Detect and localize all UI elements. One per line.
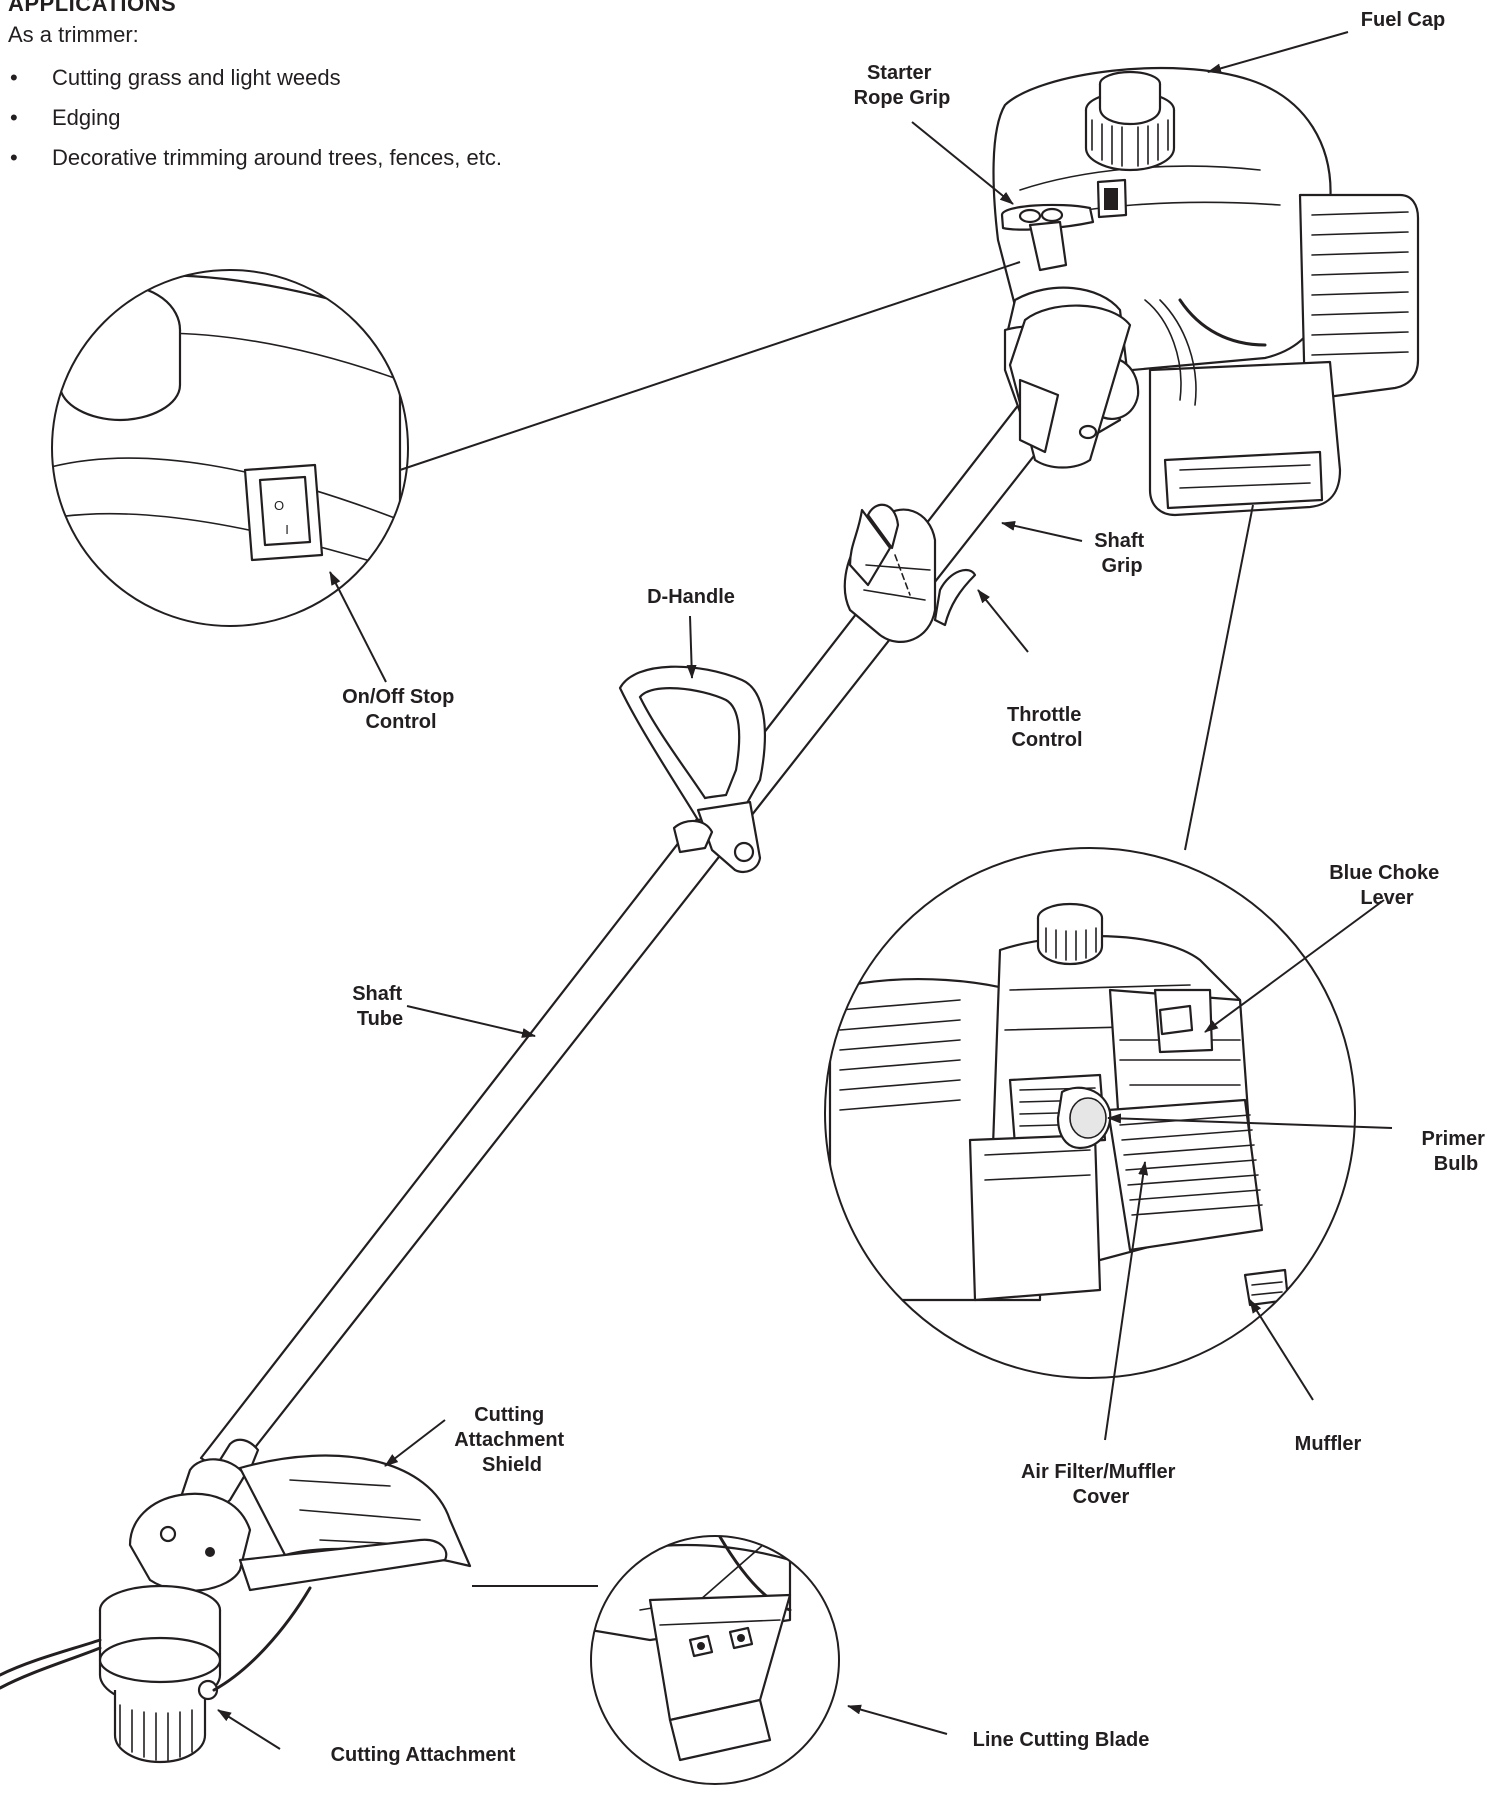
list-item: Edging — [8, 98, 502, 138]
starter-rope-grip — [1000, 203, 1095, 272]
label-line: Shield — [482, 1454, 542, 1476]
label-line: Air Filter/Muffler — [1021, 1461, 1176, 1483]
switch-off-mark: O — [274, 498, 284, 513]
label-line: Attachment — [454, 1429, 564, 1451]
engine-switch — [1096, 178, 1128, 219]
label-line: D-Handle — [647, 586, 735, 608]
label-line: Cover — [1073, 1486, 1130, 1508]
label-d-handle: D-Handle — [647, 586, 735, 608]
label-shaft-grip: Shaft Grip — [1094, 530, 1150, 577]
list-item: Cutting grass and light weeds — [8, 58, 502, 98]
trimmer-head — [0, 1438, 472, 1764]
d-handle — [618, 665, 766, 874]
label-line: Primer — [1422, 1128, 1486, 1150]
switch-on-mark: I — [285, 522, 289, 537]
shaft-coupler — [1008, 304, 1132, 469]
label-primer-bulb: Primer Bulb — [1422, 1128, 1491, 1175]
label-line: Rope Grip — [854, 87, 951, 109]
label-line: Cutting — [474, 1404, 544, 1426]
label-line: Blue Choke — [1329, 862, 1439, 884]
section-intro: As a trimmer: — [8, 22, 139, 47]
label-line: Lever — [1360, 887, 1414, 909]
label-on-off-stop-control: On/Off Stop Control — [342, 686, 460, 733]
label-line: Line Cutting Blade — [973, 1729, 1150, 1751]
label-blue-choke-lever: Blue Choke Lever — [1329, 862, 1445, 909]
label-line: Tube — [357, 1008, 403, 1030]
label-fuel-cap: Fuel Cap — [1361, 9, 1445, 31]
label-line: Starter — [867, 62, 932, 84]
label-muffler: Muffler — [1295, 1433, 1362, 1455]
label-line: Cutting Attachment — [331, 1744, 516, 1766]
label-starter-rope-grip: Starter Rope Grip — [854, 62, 951, 109]
section-heading: APPLICATIONS — [8, 0, 177, 16]
blade-detail-circle — [472, 1535, 840, 1785]
label-shaft-tube: Shaft Tube — [352, 983, 408, 1030]
applications-list: Cutting grass and light weeds Edging Dec… — [8, 58, 502, 178]
leader-lines — [217, 31, 1393, 1750]
label-cutting-attachment: Cutting Attachment — [331, 1744, 516, 1766]
label-throttle-control: Throttle Control — [1007, 704, 1087, 751]
shaft-grip — [843, 503, 977, 643]
label-line: On/Off Stop — [342, 686, 454, 708]
engine-detail-circle — [824, 504, 1356, 1379]
label-cutting-attachment-shield: Cutting Attachment Shield — [454, 1404, 570, 1476]
label-line: Control — [1011, 729, 1082, 751]
label-line: Shaft — [1094, 530, 1144, 552]
label-air-filter-muffler-cover: Air Filter/Muffler Cover — [1021, 1461, 1181, 1508]
label-line: Fuel Cap — [1361, 9, 1445, 31]
label-line: Bulb — [1434, 1153, 1478, 1175]
label-line: Shaft — [352, 983, 402, 1005]
label-line: Throttle — [1007, 704, 1081, 726]
label-line-cutting-blade: Line Cutting Blade — [973, 1729, 1150, 1751]
label-line: Muffler — [1295, 1433, 1362, 1455]
label-line: Control — [365, 711, 436, 733]
label-line: Grip — [1101, 555, 1142, 577]
fuel-cap — [1084, 70, 1176, 172]
list-item: Decorative trimming around trees, fences… — [8, 138, 502, 178]
